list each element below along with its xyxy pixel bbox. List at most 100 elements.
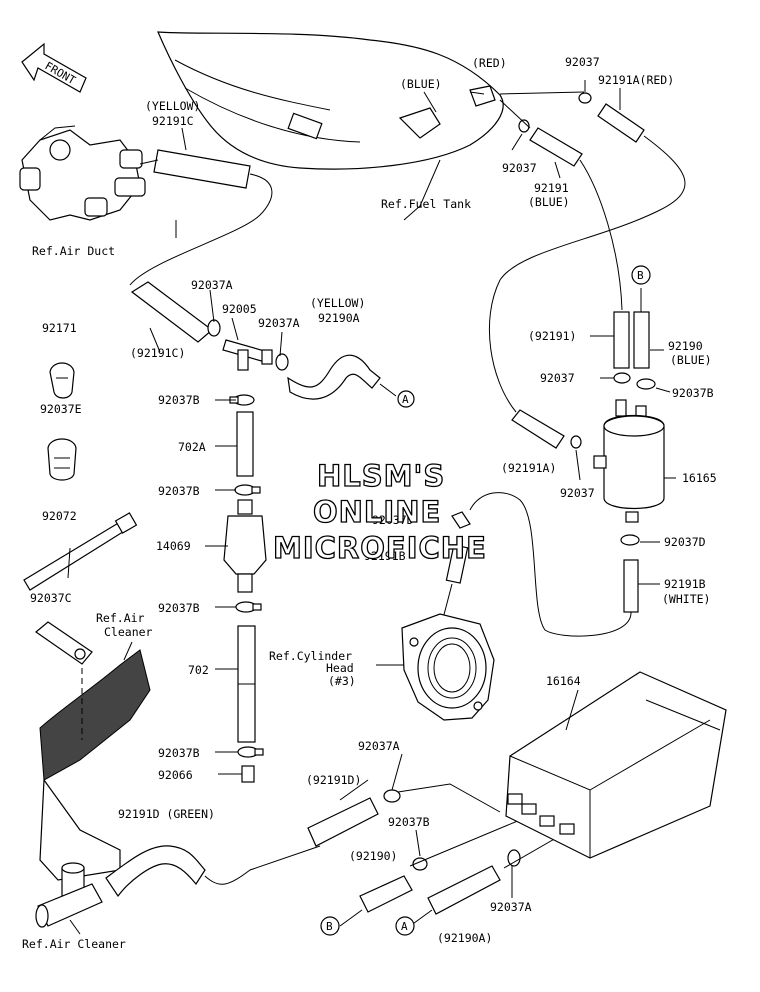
label-92037b-5: 92037B — [388, 815, 430, 829]
hose-92190-vert — [633, 311, 650, 369]
front-arrow: FRONT — [21, 42, 87, 93]
air-cleaner-bottom — [35, 862, 103, 928]
hose-92191-vert — [613, 311, 630, 369]
cylinder-head-3 — [401, 613, 495, 721]
label-92191b-2: 92191B — [364, 549, 406, 563]
label-92037e: 92037E — [40, 402, 82, 416]
svg-text:B: B — [637, 269, 644, 282]
label-92037b-1: 92037B — [158, 393, 200, 407]
label-92037-mid: 92037 — [502, 161, 537, 175]
label-92072: 92072 — [42, 509, 77, 523]
clip-92037e — [47, 438, 77, 481]
circle-a-1: A — [397, 390, 415, 408]
watermark-line1: HLSM'S — [317, 459, 445, 493]
label-92037b-r: 92037B — [672, 386, 714, 400]
circle-b-1: B — [631, 265, 651, 285]
hose-92191a — [511, 409, 565, 449]
label-92190: 92190 — [668, 339, 703, 353]
ref-fuel-tank: Ref.Fuel Tank — [381, 197, 471, 211]
ref-air-cleaner-bottom: Ref.Air Cleaner — [22, 937, 126, 951]
label-92171: 92171 — [42, 321, 77, 335]
hose-92190 — [359, 875, 413, 913]
svg-text:A: A — [402, 393, 409, 406]
air-cleaner-top — [35, 621, 151, 881]
label-92191b-1: 92191B — [664, 577, 706, 591]
watermark-line2: ONLINE — [313, 495, 441, 529]
tube-702a — [236, 411, 254, 477]
label-92191d-paren: (92191D) — [306, 773, 361, 787]
svg-text:A: A — [401, 920, 408, 933]
circle-a-2: A — [395, 916, 415, 936]
label-92037b-2: 92037B — [158, 484, 200, 498]
label-red: (RED) — [472, 56, 507, 70]
label-92037-r: 92037 — [540, 371, 575, 385]
hose-92191d-green — [105, 845, 321, 898]
label-92191c-paren: (92191C) — [130, 346, 185, 360]
label-16165: 16165 — [682, 471, 717, 485]
label-92191c: 92191C — [152, 114, 194, 128]
ref-air-cleaner-top-2: Cleaner — [104, 625, 153, 639]
fuel-pump-16165 — [593, 399, 665, 523]
ref-cyl-head-1: Ref.Cylinder — [269, 649, 352, 663]
label-92066: 92066 — [158, 768, 193, 782]
ref-air-cleaner-top-1: Ref.Air — [96, 611, 145, 625]
label-92037a-1: 92037A — [191, 278, 233, 292]
label-yellow-top: (YELLOW) — [145, 99, 200, 113]
watermark-line3: MICROFICHE — [273, 531, 487, 565]
label-92191a-red: 92191A(RED) — [598, 73, 674, 87]
t-joint-92005 — [222, 339, 273, 371]
ref-cyl-head-3: (#3) — [328, 674, 356, 688]
hose-92190a — [287, 354, 381, 400]
watermark: HLSM'S ONLINE MICROFICHE — [272, 458, 487, 565]
hose-92191d — [307, 797, 379, 847]
canister-16164 — [505, 671, 727, 859]
label-92190-paren: (92190) — [349, 849, 397, 863]
hose-92191b-white — [623, 559, 639, 613]
label-white: (WHITE) — [662, 592, 710, 606]
label-92037c: 92037C — [30, 591, 72, 605]
ref-air-duct: Ref.Air Duct — [32, 244, 115, 258]
label-blue-top: (BLUE) — [400, 77, 442, 91]
clip-92171 — [49, 362, 75, 399]
label-92037d-1: 92037D — [664, 535, 706, 549]
label-yellow-2: (YELLOW) — [310, 296, 365, 310]
circle-b-2: B — [320, 916, 340, 936]
label-92037-r2: 92037 — [560, 486, 595, 500]
label-blue-right: (BLUE) — [670, 353, 712, 367]
hose-92190a-lower — [427, 865, 501, 915]
label-92005: 92005 — [222, 302, 257, 316]
label-16164: 16164 — [546, 674, 581, 688]
tank-cap-icon — [287, 112, 323, 140]
fuel-filter-14069 — [223, 499, 267, 593]
label-702: 702 — [188, 663, 209, 677]
hose-92191-blue — [529, 127, 583, 167]
label-92190a: 92190A — [318, 311, 360, 325]
label-92191-paren: (92191) — [528, 329, 576, 343]
part-labels: (YELLOW) 92191C Ref.Air Duct (RED) (BLUE… — [22, 55, 717, 951]
label-92037d-2: 92037D — [372, 513, 414, 527]
label-92191a-paren: (92191A) — [501, 461, 556, 475]
fitting-92066 — [241, 765, 255, 783]
hose-92191a-red — [597, 103, 645, 143]
label-92037a-3: 92037A — [358, 739, 400, 753]
leader-lines — [67, 80, 676, 935]
label-14069: 14069 — [156, 539, 191, 553]
label-92037-top: 92037 — [565, 55, 600, 69]
label-92037b-4: 92037B — [158, 746, 200, 760]
label-blue-mid: (BLUE) — [528, 195, 570, 209]
label-92037a-4: 92037A — [490, 900, 532, 914]
label-92190a-paren: (92190A) — [437, 931, 492, 945]
label-92037b-3: 92037B — [158, 601, 200, 615]
hose-92191c-upper — [129, 149, 273, 286]
ref-cyl-head-2: Head — [326, 661, 354, 675]
svg-text:B: B — [326, 920, 333, 933]
label-92191: 92191 — [534, 181, 569, 195]
band-92072 — [23, 512, 138, 591]
label-92191d-green: 92191D (GREEN) — [118, 807, 215, 821]
fuel-tank — [157, 31, 504, 170]
label-702a: 702A — [178, 440, 206, 454]
air-duct — [19, 125, 146, 221]
label-92037a-2: 92037A — [258, 316, 300, 330]
